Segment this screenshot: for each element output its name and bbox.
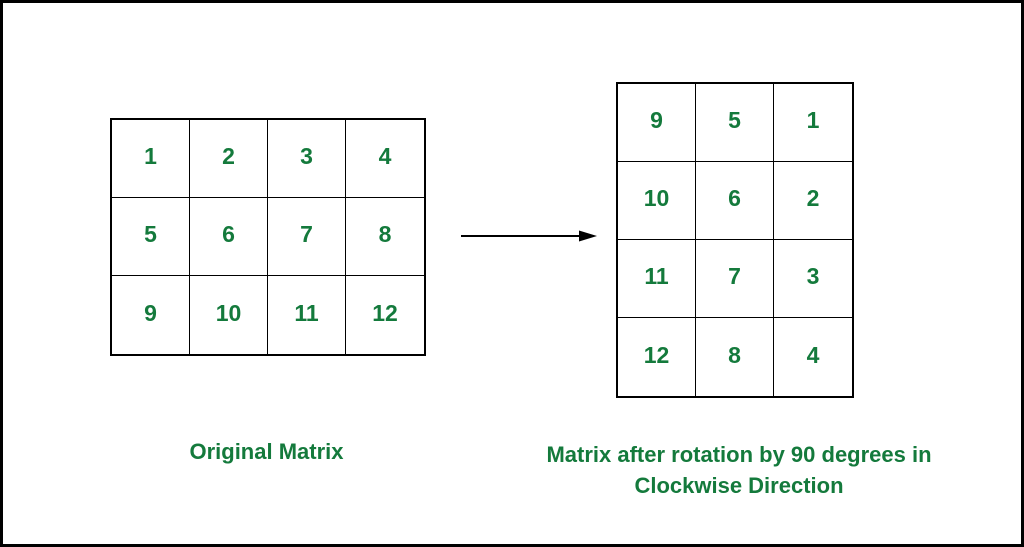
matrix-cell: 6: [696, 162, 774, 240]
rotated-caption-line-2: Clockwise Direction: [634, 473, 844, 498]
matrix-cell: 6: [190, 198, 268, 276]
rotated-matrix-caption: Matrix after rotation by 90 degrees in C…: [513, 439, 965, 501]
matrix-cell: 10: [190, 276, 268, 354]
matrix-cell: 11: [268, 276, 346, 354]
matrix-cell: 4: [806, 341, 820, 368]
original-matrix-caption: Original Matrix: [189, 439, 344, 464]
matrix-cell: 4: [346, 120, 424, 198]
matrix-cell: 12: [372, 299, 398, 326]
matrix-cell: 1: [774, 84, 852, 162]
matrix-cell: 8: [696, 318, 774, 396]
matrix-cell: 12: [618, 318, 696, 396]
matrix-cell: 3: [268, 120, 346, 198]
matrix-cell: 1: [112, 120, 190, 198]
matrix-cell: 9: [112, 276, 190, 354]
matrix-cell: 2: [774, 162, 852, 240]
matrix-cell: 5: [696, 84, 774, 162]
rotated-caption-line-1: Matrix after rotation by 90 degrees in: [546, 442, 932, 467]
matrix-cell: 7: [696, 240, 774, 318]
matrix-cell: 7: [268, 198, 346, 276]
matrix-cell: 3: [774, 240, 852, 318]
matrix-cell: 10: [618, 162, 696, 240]
matrix-cell: 2: [190, 120, 268, 198]
matrix-cell: 5: [112, 198, 190, 276]
matrix-cell: 8: [346, 198, 424, 276]
matrix-cell: 11: [618, 240, 696, 318]
right-arrow-icon: [461, 230, 597, 242]
matrix-cell: 9: [618, 84, 696, 162]
